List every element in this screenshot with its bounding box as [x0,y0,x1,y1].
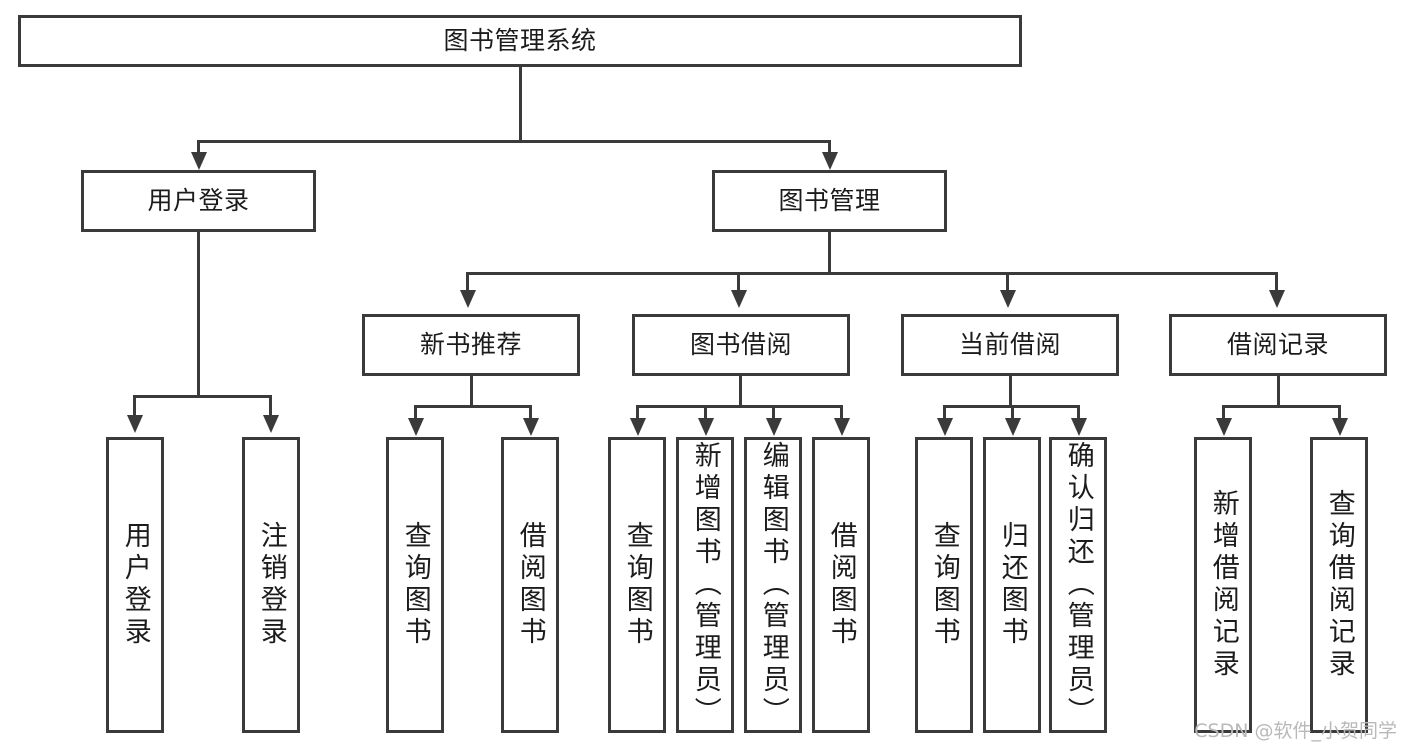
connector-drop-leaf-cb-3 [1077,405,1080,421]
node-label: 新书推荐 [419,330,522,360]
arrow-to-leaf-user-login-2 [263,415,279,433]
connector-current-borrow-stem [1009,376,1012,408]
node-book-management[interactable]: 图书管理 [712,170,947,232]
node-user-login[interactable]: 用户登录 [81,170,316,232]
leaf-cb-return-book[interactable]: 归还图书 [983,437,1041,733]
connector-borrow-record-stem [1277,376,1280,408]
connector-drop-user-login [197,140,200,155]
connector-drop-leaf-user-login-1 [133,395,136,417]
connector-drop-leaf-bb-2 [704,405,707,421]
leaf-bb-add-book-admin[interactable]: 新增图书（管理员） [676,437,734,733]
leaf-label: 查询图书 [928,521,960,649]
node-book-borrow[interactable]: 图书借阅 [632,314,850,376]
leaf-label: 编辑图书（管理员） [757,441,789,729]
arrow-to-leaf-bb-2 [698,418,714,436]
node-root-book-management-system[interactable]: 图书管理系统 [18,15,1022,67]
connector-drop-leaf-cb-1 [943,405,946,421]
leaf-label: 确认归还（管理员） [1062,441,1094,729]
connector-book-borrow-stem [739,376,742,408]
leaf-label: 借阅图书 [514,521,546,649]
connector-drop-current-borrow [1006,272,1009,292]
node-label: 图书管理 [778,186,881,216]
connector-root-bar [197,140,831,143]
arrow-to-book-management [822,152,838,170]
leaf-br-add-record[interactable]: 新增借阅记录 [1194,437,1252,733]
leaf-logout[interactable]: 注销登录 [242,437,300,733]
leaf-label: 查询借阅记录 [1323,489,1355,681]
arrow-to-leaf-bb-3 [766,418,782,436]
node-borrow-record[interactable]: 借阅记录 [1169,314,1387,376]
connector-user-login-stem [197,232,200,397]
leaf-user-login[interactable]: 用户登录 [106,437,164,733]
leaf-bb-edit-book-admin[interactable]: 编辑图书（管理员） [744,437,802,733]
connector-drop-new-book [466,272,469,292]
connector-drop-book-borrow [737,272,740,292]
connector-drop-leaf-nb-2 [529,405,532,421]
arrow-to-book-borrow [731,290,747,308]
leaf-nb-borrow-book[interactable]: 借阅图书 [501,437,559,733]
leaf-label: 用户登录 [119,521,151,649]
leaf-label: 查询图书 [399,521,431,649]
node-current-borrow[interactable]: 当前借阅 [901,314,1119,376]
arrow-to-leaf-br-2 [1332,418,1348,436]
node-new-book-recommend[interactable]: 新书推荐 [362,314,580,376]
connector-new-book-stem [470,376,473,408]
arrow-to-leaf-cb-2 [1005,418,1021,436]
leaf-label: 新增图书（管理员） [689,441,721,729]
connector-drop-leaf-bb-4 [840,405,843,421]
arrow-to-leaf-user-login-1 [127,415,143,433]
leaf-label: 归还图书 [996,521,1028,649]
watermark-text: CSDN @软件_小贺同学 [1194,720,1397,742]
connector-drop-leaf-bb-1 [636,405,639,421]
leaf-bb-query-book[interactable]: 查询图书 [608,437,666,733]
leaf-cb-confirm-return-admin[interactable]: 确认归还（管理员） [1049,437,1107,733]
connector-book-borrow-bar [636,405,842,408]
leaf-nb-query-book[interactable]: 查询图书 [386,437,444,733]
node-label: 图书借阅 [689,330,792,360]
arrow-to-user-login [191,152,207,170]
connector-drop-leaf-bb-3 [772,405,775,421]
connector-drop-leaf-nb-1 [414,405,417,421]
arrow-to-borrow-record [1269,290,1285,308]
connector-level3-bar [466,272,1277,275]
node-label: 图书管理系统 [443,26,597,56]
arrow-to-leaf-cb-1 [937,418,953,436]
connector-new-book-bar [414,405,532,408]
arrow-to-leaf-br-1 [1216,418,1232,436]
arrow-to-leaf-bb-4 [834,418,850,436]
connector-drop-leaf-user-login-2 [269,395,272,417]
leaf-label: 查询图书 [621,521,653,649]
connector-user-login-bar [133,395,271,398]
leaf-label: 新增借阅记录 [1207,489,1239,681]
leaf-cb-query-book[interactable]: 查询图书 [915,437,973,733]
arrow-to-leaf-bb-1 [630,418,646,436]
arrow-to-current-borrow [1000,290,1016,308]
connector-borrow-record-bar [1222,405,1340,408]
connector-root-stem [519,67,522,142]
arrow-to-leaf-cb-3 [1071,418,1087,436]
leaf-bb-borrow-book[interactable]: 借阅图书 [812,437,870,733]
node-label: 用户登录 [147,186,250,216]
leaf-br-query-record[interactable]: 查询借阅记录 [1310,437,1368,733]
leaf-label: 借阅图书 [825,521,857,649]
arrow-to-leaf-nb-1 [408,418,424,436]
connector-book-management-stem [828,232,831,274]
leaf-label: 注销登录 [255,521,287,649]
connector-drop-leaf-br-2 [1338,405,1341,421]
arrow-to-new-book-recommend [460,290,476,308]
connector-drop-borrow-record [1275,272,1278,292]
connector-drop-leaf-br-1 [1222,405,1225,421]
node-label: 当前借阅 [958,330,1061,360]
node-label: 借阅记录 [1226,330,1329,360]
arrow-to-leaf-nb-2 [523,418,539,436]
connector-drop-leaf-cb-2 [1011,405,1014,421]
connector-drop-book-management [828,140,831,155]
